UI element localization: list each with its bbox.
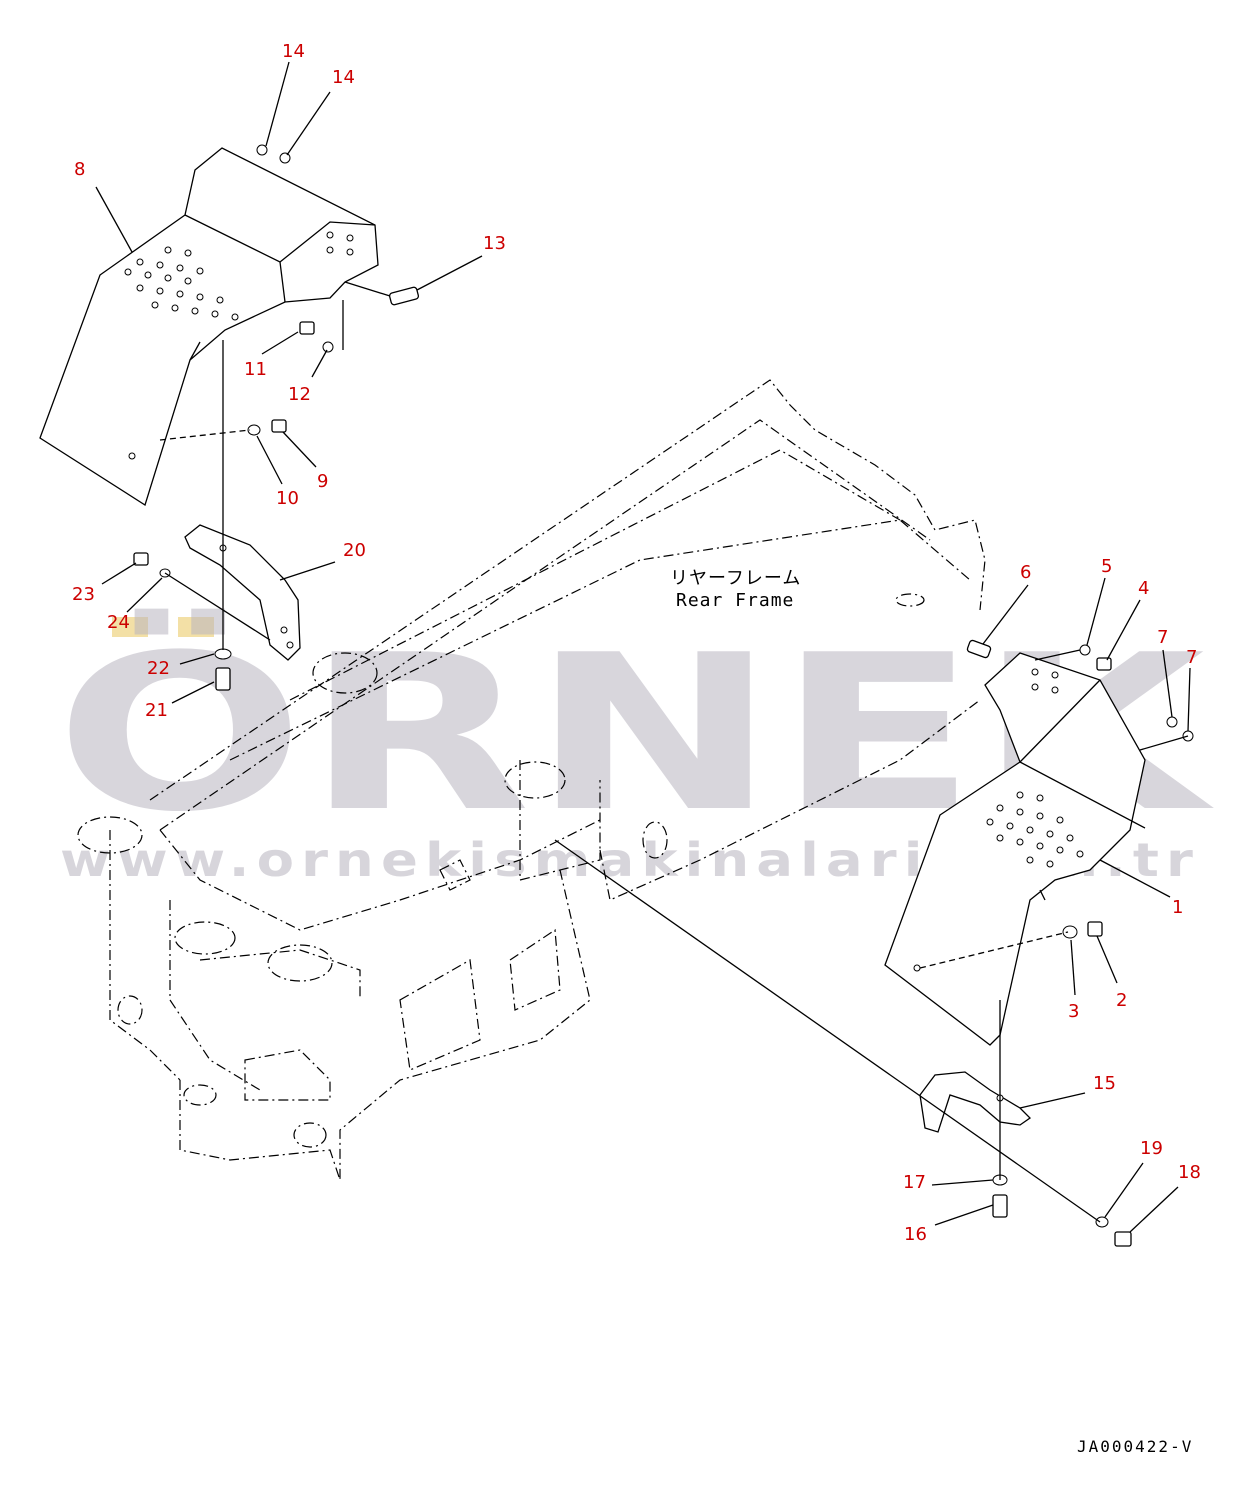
watermark-umlaut-left [112, 617, 148, 637]
cover-1-holes [913, 668, 1084, 972]
assembly-lines [159, 281, 1189, 1223]
callout-20: 20 [343, 540, 366, 561]
bolt-part-9 [271, 419, 287, 433]
drawing-code: JA000422-V [1077, 1437, 1193, 1456]
bolt-part-18 [1114, 1231, 1132, 1247]
bolt-part-4 [1096, 657, 1112, 671]
bolt-part-7a [1166, 716, 1178, 728]
callout-14a: 14 [282, 41, 305, 62]
callout-11: 11 [244, 359, 267, 380]
callout-18: 18 [1178, 1162, 1201, 1183]
washer-part-12 [322, 341, 334, 353]
cover-part-1 [884, 652, 1146, 1046]
cover-part-8 [39, 147, 379, 507]
callout-3: 3 [1068, 1001, 1079, 1022]
bolt-part-14b [279, 152, 291, 164]
washer-part-19 [1095, 1216, 1109, 1228]
washer-part-5 [1079, 644, 1091, 656]
callout-21: 21 [145, 700, 168, 721]
callout-24: 24 [107, 612, 130, 633]
callout-23: 23 [72, 584, 95, 605]
bolt-part-23 [133, 552, 149, 566]
callout-1: 1 [1172, 897, 1183, 918]
leader-lines [95, 61, 1191, 1233]
pin-part-13 [388, 286, 420, 306]
hardware [133, 144, 1194, 1247]
callout-15: 15 [1093, 1073, 1116, 1094]
callout-14b: 14 [332, 67, 355, 88]
bolt-part-16 [992, 1194, 1008, 1218]
bolt-part-21 [215, 667, 231, 691]
callout-7b: 7 [1186, 647, 1197, 668]
callout-17: 17 [903, 1172, 926, 1193]
callout-labels: 1 2 3 4 5 6 7 7 8 9 10 11 12 13 14 14 15… [72, 41, 1201, 1245]
callout-22: 22 [147, 658, 170, 679]
frame-label-en: Rear Frame [676, 590, 794, 611]
rear-frame [77, 379, 986, 1181]
washer-part-22 [214, 648, 232, 660]
callout-7a: 7 [1157, 627, 1168, 648]
bracket-part-15 [919, 1071, 1032, 1133]
cover-8-holes [124, 231, 354, 460]
frame-label-jp: リヤーフレーム [670, 568, 801, 589]
bolt-part-14a [256, 144, 268, 156]
callout-6: 6 [1020, 562, 1031, 583]
callout-9: 9 [317, 471, 328, 492]
callout-13: 13 [483, 233, 506, 254]
washer-part-10 [247, 424, 261, 436]
watermark-umlaut-right [178, 617, 214, 637]
callout-10: 10 [276, 488, 299, 509]
callout-12: 12 [288, 384, 311, 405]
callout-2: 2 [1116, 990, 1127, 1011]
washer-part-3 [1062, 925, 1078, 939]
callout-5: 5 [1101, 556, 1112, 577]
callout-8: 8 [74, 159, 85, 180]
callout-19: 19 [1140, 1138, 1163, 1159]
bolt-part-2 [1087, 921, 1103, 937]
pin-part-6 [966, 639, 992, 659]
callout-4: 4 [1138, 578, 1149, 599]
callout-16: 16 [904, 1224, 927, 1245]
bolt-part-11 [299, 321, 315, 335]
